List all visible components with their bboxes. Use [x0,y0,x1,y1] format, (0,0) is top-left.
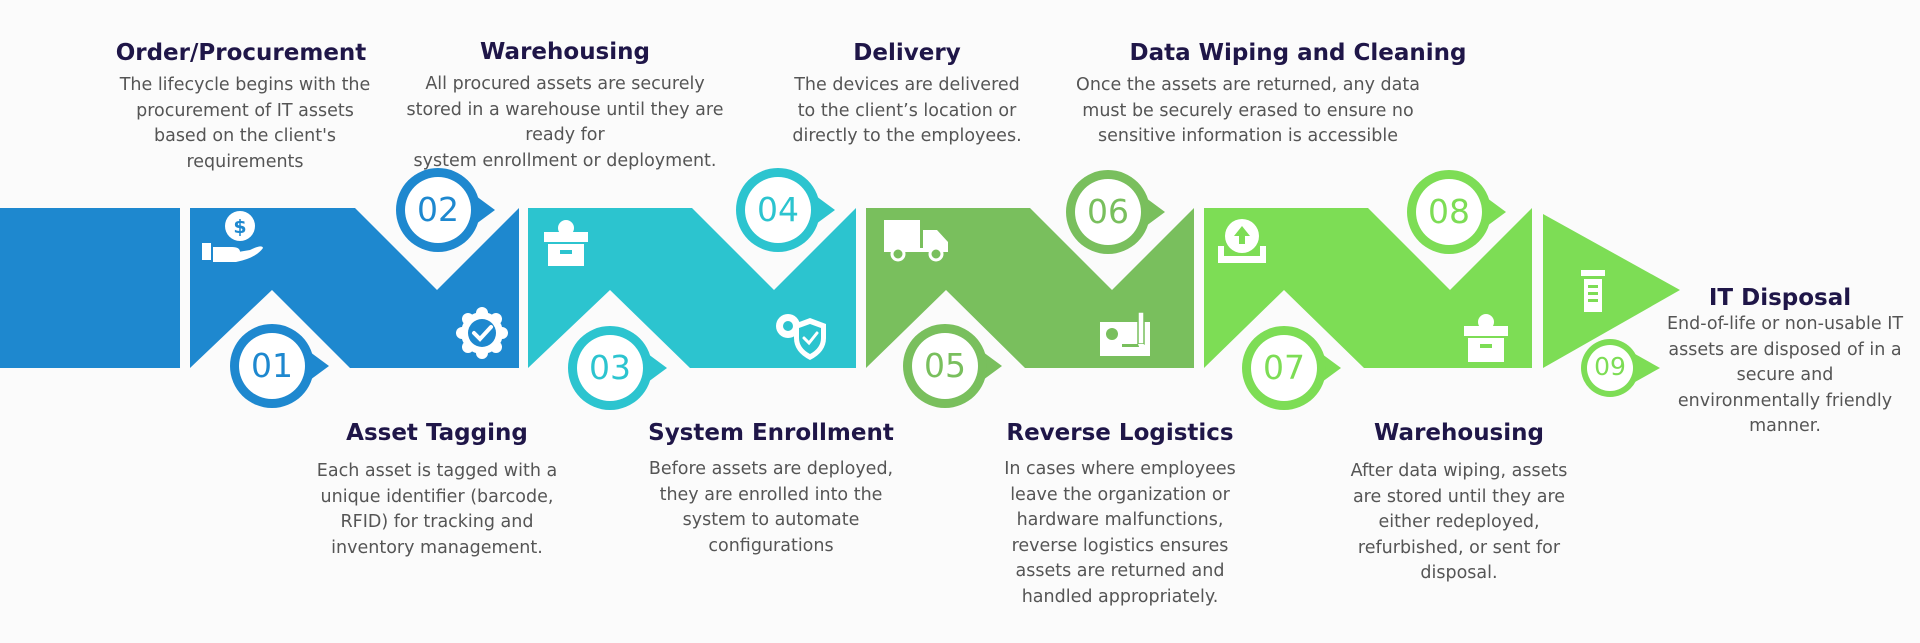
step-number-02: 02 [417,190,459,229]
step-number-01: 01 [251,346,293,385]
desc-line: sensitive information is accessible [1097,126,1399,146]
pin-03 [568,326,667,410]
desc-line: directly to the employees. [792,126,1022,146]
desc-line: disposal. [1420,563,1498,583]
desc-line: ready for [525,125,605,145]
desc-line: RFID) for tracking and [340,512,534,532]
step-title-data-wiping: Data Wiping and Cleaning [1129,40,1467,66]
desc-line: hardware malfunctions, [1016,510,1224,530]
pin-01 [230,324,329,408]
pin-09 [1581,339,1660,397]
truck-icon [884,220,948,262]
step-number-03: 03 [589,348,631,387]
desc-line: either redeployed, [1378,512,1540,532]
step-number-06: 06 [1087,192,1129,231]
desc-line: Each asset is tagged with a [316,461,558,481]
desc-line: requirements [186,151,304,172]
desc-line: Once the assets are returned, any data [1076,75,1420,95]
desc-line: handled appropriately. [1021,586,1219,607]
step-title-system-enrollment: System Enrollment [648,420,894,446]
desc-line: must be securely erased to ensure no [1082,100,1414,121]
desc-line: All procured assets are securely [425,74,705,94]
desc-line: In cases where employees [1004,459,1236,479]
desc-line: The lifecycle begins with the [119,75,371,95]
step-desc-it-disposal: End-of-life or non-usable IT assets are … [1655,312,1915,440]
desc-line: manner. [1749,416,1821,436]
step-title-reverse-logistics: Reverse Logistics [1006,420,1234,446]
pin-02 [396,168,495,252]
desc-line: leave the organization or [1010,484,1230,505]
step-desc-warehousing-2: After data wiping, assets are stored unt… [1334,459,1584,587]
step-number-09: 09 [1594,352,1626,381]
desc-line: environmentally friendly [1677,390,1893,411]
pin-07 [1242,326,1341,410]
segment-lime [1204,208,1532,368]
badge-check-icon [456,307,508,359]
desc-line: system enrollment or deployment. [413,150,717,171]
step-desc-asset-tagging: Each asset is tagged with a unique ident… [302,459,572,561]
segment-teal [528,208,856,368]
desc-line: based on the client's [153,126,337,146]
step-desc-data-wiping: Once the assets are returned, any data m… [1068,73,1428,150]
desc-line: reverse logistics ensures [1011,535,1229,556]
upload-tray-icon [1218,219,1266,263]
desc-line: inventory management. [331,537,543,558]
step-number-05: 05 [924,346,966,385]
step-desc-system-enrollment: Before assets are deployed, they are enr… [631,457,911,559]
gear-shield-icon [776,314,826,360]
step-desc-delivery: The devices are delivered to the client’… [767,73,1047,150]
desc-line: refurbished, or sent for [1357,537,1561,558]
dollar-hand-icon: $ [202,211,263,262]
step-number-08: 08 [1428,192,1470,231]
step-title-warehousing: Warehousing [480,39,650,65]
desc-line: unique identifier (barcode, [320,486,554,507]
desc-line: Before assets are deployed, [648,459,894,479]
desc-line: stored in a warehouse until they are [406,99,724,120]
pin-04 [736,168,835,252]
trash-icon [1581,270,1605,312]
desc-line: they are enrolled into the [659,484,883,505]
step-title-order-procurement: Order/Procurement [115,40,367,66]
box-gear-icon [544,220,588,266]
desc-line: After data wiping, assets [1350,461,1568,481]
step-desc-reverse-logistics: In cases where employees leave the organ… [990,457,1250,610]
desc-line: assets are disposed of in a [1668,339,1902,360]
step-title-it-disposal: IT Disposal [1708,285,1852,311]
desc-line: system to automate [682,510,860,530]
svg-text:$: $ [233,216,246,238]
desc-line: assets are returned and [1015,561,1225,581]
segment-blue [0,208,519,368]
desc-line: to the client’s location or [797,100,1017,121]
pin-05 [903,324,1002,408]
step-desc-warehousing: All procured assets are securely stored … [385,72,745,174]
step-desc-order-procurement: The lifecycle begins with the procuremen… [85,73,405,175]
step-title-warehousing-2: Warehousing [1374,420,1544,446]
desc-line: are stored until they are [1352,486,1566,507]
step-number-04: 04 [757,190,799,229]
pin-06 [1066,170,1165,254]
step-title-delivery: Delivery [853,40,961,66]
blueprint-icon [1100,311,1150,356]
pin-08 [1407,170,1506,254]
desc-line: configurations [708,535,834,556]
desc-line: secure and [1736,365,1834,385]
desc-line: End-of-life or non-usable IT [1666,314,1904,334]
desc-line: procurement of IT assets [136,100,354,121]
step-number-07: 07 [1263,348,1305,387]
step-title-asset-tagging: Asset Tagging [346,420,528,446]
box-gear-icon-2 [1464,314,1508,362]
desc-line: The devices are delivered [794,75,1020,95]
segment-arrow [1543,214,1680,368]
